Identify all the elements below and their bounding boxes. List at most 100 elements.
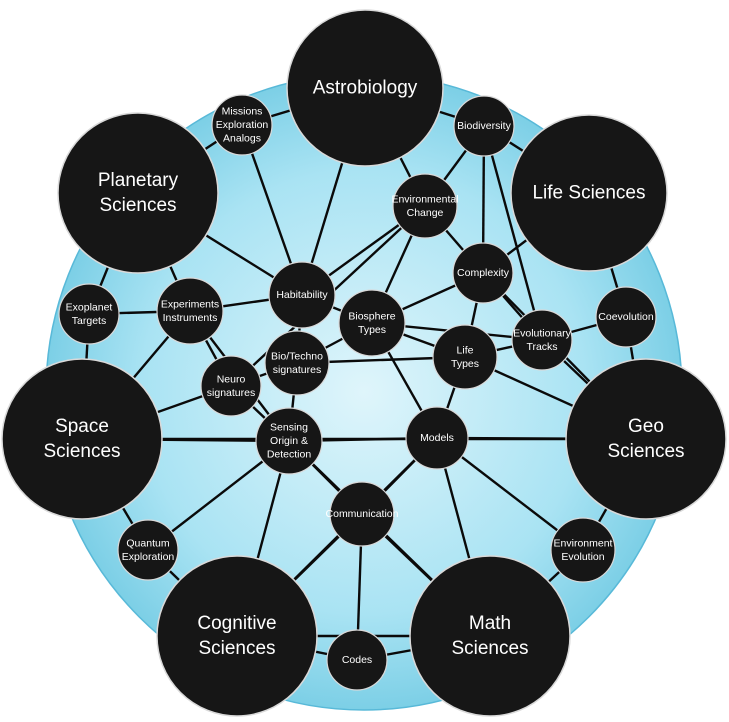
node-label-envevolution: Evolution <box>561 551 604 563</box>
node-circle-coevolution <box>595 286 657 348</box>
node-label-envchange: Environmental <box>391 193 458 205</box>
node-circle-math <box>409 555 571 717</box>
node-biotechno[interactable]: Bio/Techno signatures <box>264 330 330 396</box>
node-label-exoplanet: Targets <box>72 315 106 327</box>
node-label-missions: Missions <box>222 106 263 118</box>
node-label-lifetypes: Life <box>457 344 474 356</box>
node-label-coevolution: Coevolution <box>598 311 654 323</box>
node-circle-biotechno <box>264 330 330 396</box>
node-life[interactable]: Life Sciences <box>510 114 668 272</box>
node-circle-cognitive <box>156 555 318 717</box>
node-label-models: Models <box>420 432 454 444</box>
node-coevolution[interactable]: Coevolution <box>595 286 657 348</box>
node-label-astrobiology: Astrobiology <box>313 78 418 99</box>
edge-biodiversity-evotracks <box>482 125 544 341</box>
node-circle-sensing <box>255 407 323 475</box>
node-circle-planetary <box>57 112 219 274</box>
node-label-experiments: Instruments <box>163 312 218 324</box>
node-circle-models <box>405 406 469 470</box>
node-circle-biosphere <box>338 289 406 357</box>
node-circle-envchange <box>392 173 458 239</box>
node-circle-evotracks <box>511 309 573 371</box>
node-biodiversity[interactable]: Biodiversity <box>453 95 515 157</box>
node-circle-astrobiology <box>286 9 444 167</box>
node-label-biotechno: Bio/Techno <box>271 350 323 362</box>
node-label-geo: Geo <box>628 416 664 437</box>
node-circle-codes <box>326 629 388 691</box>
node-label-missions: Exploration <box>216 119 269 131</box>
node-label-life: Life Sciences <box>532 183 645 204</box>
node-label-space: Sciences <box>43 441 120 462</box>
node-label-biodiversity: Biodiversity <box>457 120 511 132</box>
node-label-complexity: Complexity <box>457 267 510 279</box>
node-circle-communication <box>329 481 395 547</box>
node-circle-quantum <box>117 519 179 581</box>
node-label-missions: Analogs <box>223 133 261 145</box>
node-label-planetary: Sciences <box>99 195 176 216</box>
node-label-neuro: signatures <box>207 387 255 399</box>
node-label-sensing: Sensing <box>270 422 308 434</box>
node-label-biosphere: Types <box>358 324 386 336</box>
node-label-codes: Codes <box>342 654 372 666</box>
node-neuro[interactable]: Neuro signatures <box>200 355 262 417</box>
node-label-evotracks: Evolutionary <box>513 327 572 339</box>
node-circle-life <box>510 114 668 272</box>
node-label-planetary: Planetary <box>98 170 179 191</box>
node-label-experiments: Experiments <box>161 298 219 310</box>
node-communication[interactable]: Communication <box>326 481 399 547</box>
node-label-geo: Sciences <box>607 441 684 462</box>
node-circle-complexity <box>452 242 514 304</box>
node-label-cognitive: Cognitive <box>197 613 276 634</box>
node-label-neuro: Neuro <box>217 373 246 385</box>
node-label-envevolution: Environment <box>554 537 613 549</box>
node-circle-space <box>1 358 163 520</box>
node-models[interactable]: Models <box>405 406 469 470</box>
node-habitability[interactable]: Habitability <box>268 261 336 329</box>
node-circle-neuro <box>200 355 262 417</box>
node-label-envchange: Change <box>407 207 444 219</box>
node-label-space: Space <box>55 416 109 437</box>
node-circle-exoplanet <box>58 283 120 345</box>
node-label-exoplanet: Exoplanet <box>66 301 113 313</box>
node-codes[interactable]: Codes <box>326 629 388 691</box>
node-astrobiology[interactable]: Astrobiology <box>286 9 444 167</box>
node-label-cognitive: Sciences <box>198 638 275 659</box>
node-circle-missions <box>211 94 273 156</box>
node-label-evotracks: Tracks <box>526 341 557 353</box>
node-label-math: Sciences <box>451 638 528 659</box>
node-circle-biodiversity <box>453 95 515 157</box>
node-label-quantum: Quantum <box>126 537 169 549</box>
node-circle-habitability <box>268 261 336 329</box>
node-circle-lifetypes <box>432 324 498 390</box>
node-label-habitability: Habitability <box>276 289 328 301</box>
node-circle-envevolution <box>550 517 616 583</box>
node-circle-experiments <box>156 277 224 345</box>
node-label-communication: Communication <box>326 508 399 520</box>
node-label-sensing: Origin & <box>270 435 308 447</box>
node-label-biotechno: signatures <box>273 364 321 376</box>
node-label-sensing: Detection <box>267 449 312 461</box>
node-complexity[interactable]: Complexity <box>452 242 514 304</box>
node-label-biosphere: Biosphere <box>348 310 395 322</box>
node-label-quantum: Exploration <box>122 551 175 563</box>
node-circle-geo <box>565 358 727 520</box>
node-label-math: Math <box>469 613 511 634</box>
